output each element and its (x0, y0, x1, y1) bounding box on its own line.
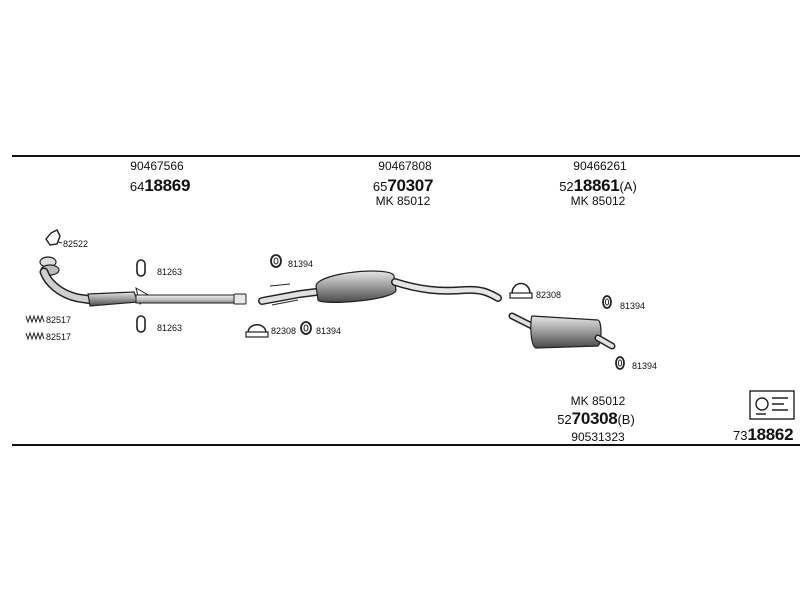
bottom-divider (12, 444, 800, 446)
rubber-mid-bottom-part-number[interactable]: 81394 (316, 326, 342, 336)
clamp-mid-part-number[interactable]: 82308 (271, 326, 297, 336)
top-divider (12, 155, 800, 157)
overall-ref-prefix: 73 (733, 428, 748, 443)
spring-part-number-2[interactable]: 82517 (46, 332, 72, 342)
front-pipe-icon[interactable] (39, 256, 247, 307)
gasket-icon[interactable] (45, 229, 63, 246)
rear-top-oe-number: 90466261 (573, 159, 627, 173)
rear-bottom-oe-number: 90531323 (571, 430, 625, 444)
overall-ref-bold: 18862 (747, 425, 794, 444)
spring-icon (25, 331, 45, 341)
rear-top-ref-suffix: (A) (619, 179, 637, 194)
rear-top-ref-bold: 18861 (573, 176, 620, 195)
middle-kit-number: MK 85012 (375, 194, 431, 208)
clamp-rear-part-number[interactable]: 82308 (536, 290, 562, 300)
middle-silencer-icon[interactable] (258, 270, 502, 306)
rubber-mount-icon[interactable] (300, 321, 312, 335)
rubber-mount-icon[interactable] (136, 315, 146, 333)
rear-bottom-ref-suffix: (B) (617, 412, 635, 427)
rear-bottom-reference[interactable]: 5270308(B) (557, 410, 635, 427)
clamp-icon[interactable] (245, 323, 269, 338)
rear-top-kit-number: MK 85012 (570, 194, 626, 208)
front-ref-bold: 18869 (144, 176, 191, 195)
rear-top-ref-prefix: 52 (559, 179, 574, 194)
rubber-mid-top-part-number[interactable]: 81394 (288, 259, 314, 269)
rear-silencer-icon[interactable] (508, 312, 616, 350)
rubber-mount-icon[interactable] (602, 295, 612, 309)
spring-icon (25, 314, 45, 324)
front-oe-number: 90467566 (130, 159, 184, 173)
rubber-front-top-part-number[interactable]: 81263 (157, 267, 183, 277)
rubber-mount-icon[interactable] (136, 259, 146, 277)
gasket-part-number[interactable]: 82522 (63, 239, 89, 249)
rubber-mount-icon[interactable] (615, 356, 625, 370)
overall-reference[interactable]: 7318862 (733, 425, 794, 444)
rubber-rear-top-part-number[interactable]: 81394 (620, 301, 646, 311)
kit-box-icon[interactable] (749, 390, 795, 420)
rear-top-reference[interactable]: 5218861(A) (559, 177, 637, 194)
clamp-icon[interactable] (509, 282, 533, 299)
rear-bottom-ref-bold: 70308 (571, 409, 618, 428)
front-reference[interactable]: 6418869 (129, 176, 191, 195)
front-ref-prefix: 64 (129, 179, 145, 194)
rear-bottom-kit-number: MK 85012 (570, 394, 626, 408)
rubber-front-bottom-part-number[interactable]: 81263 (157, 323, 183, 333)
rubber-mount-icon[interactable] (270, 254, 282, 268)
rear-bottom-ref-prefix: 52 (557, 412, 572, 427)
spring-part-number-1[interactable]: 82517 (46, 315, 72, 325)
rubber-rear-bottom-part-number[interactable]: 81394 (632, 361, 658, 371)
middle-ref-prefix: 65 (372, 179, 388, 194)
middle-oe-number: 90467808 (378, 159, 432, 173)
middle-ref-bold: 70307 (387, 176, 434, 195)
middle-reference[interactable]: 6570307 (372, 176, 434, 195)
